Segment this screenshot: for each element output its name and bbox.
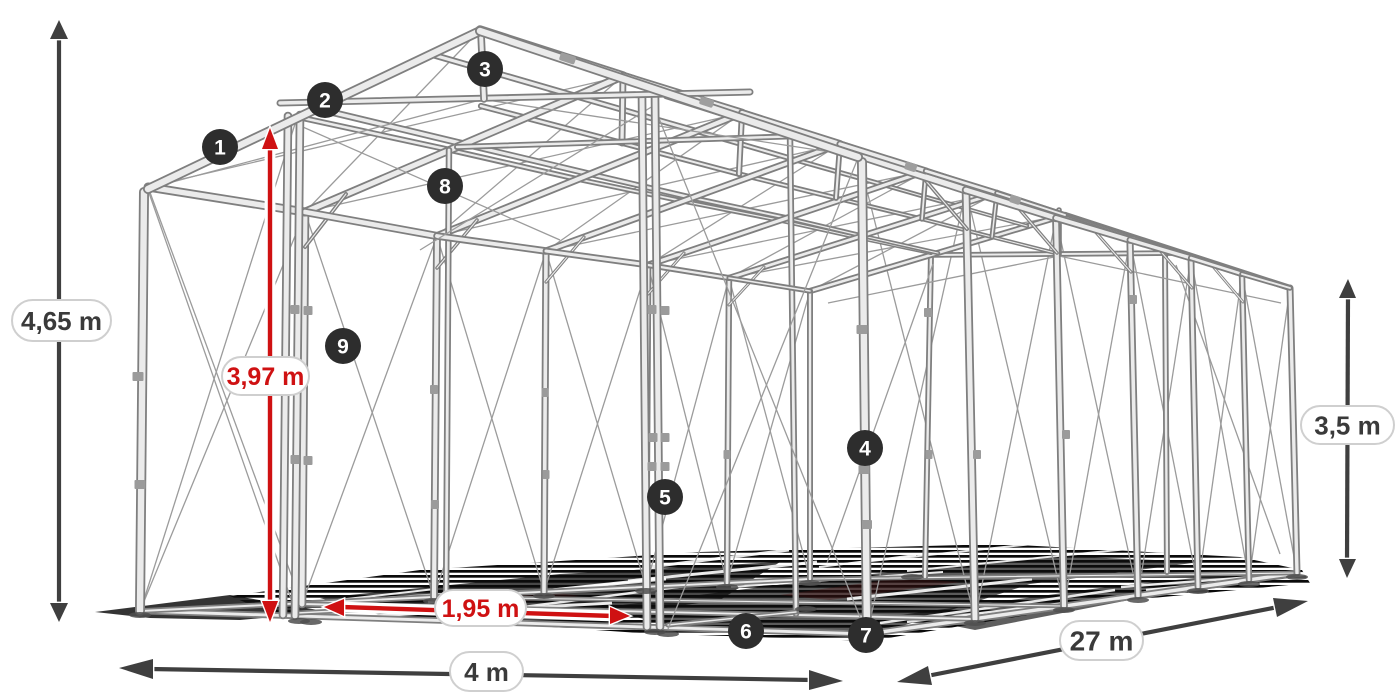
svg-text:3: 3 [479, 59, 491, 82]
svg-text:2: 2 [319, 90, 331, 113]
svg-text:3,5 m: 3,5 m [1314, 410, 1381, 440]
svg-text:9: 9 [337, 336, 349, 359]
svg-text:5: 5 [659, 487, 671, 510]
svg-text:4: 4 [859, 438, 871, 461]
svg-text:8: 8 [439, 176, 451, 199]
svg-text:6: 6 [740, 621, 752, 644]
svg-text:7: 7 [860, 625, 872, 648]
svg-text:4,65 m: 4,65 m [21, 306, 102, 336]
svg-text:1,95 m: 1,95 m [442, 595, 520, 623]
svg-text:4 m: 4 m [464, 657, 509, 687]
svg-text:1: 1 [214, 137, 226, 160]
svg-text:27 m: 27 m [1070, 626, 1134, 657]
svg-text:3,97 m: 3,97 m [227, 363, 305, 391]
